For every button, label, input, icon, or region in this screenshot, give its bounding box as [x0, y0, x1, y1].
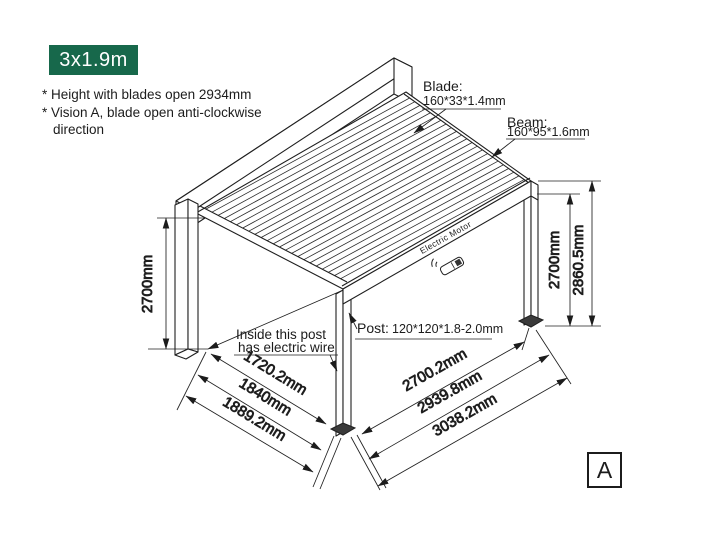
beam-spec: 160*95*1.6mm	[507, 125, 590, 139]
louver-blade-line	[334, 175, 519, 276]
view-marker: A	[587, 452, 622, 488]
fascia-top-edge	[341, 177, 531, 287]
louver-blade-line	[297, 153, 488, 257]
wire-leader-line	[329, 354, 338, 372]
right-post	[523, 182, 539, 326]
beam-title: Beam:	[507, 114, 547, 130]
louver-blade-line	[254, 127, 452, 235]
front-fascia-beam	[341, 177, 539, 305]
louver-blade-line	[328, 171, 514, 273]
remote-button	[454, 258, 463, 267]
dim-text-total-height: 2860.5mm	[570, 225, 587, 296]
louver-blade-line	[303, 157, 493, 261]
post-leader-line	[348, 312, 358, 330]
louver-blade-line	[266, 134, 462, 242]
remote-control-icon	[431, 256, 465, 276]
louver-blade-line	[322, 168, 509, 270]
louver-roof-panel	[195, 91, 532, 290]
callout-blade: Blade: 160*33*1.4mm	[413, 78, 506, 134]
fascia-end-face	[530, 180, 539, 201]
dim-text-wall-height: 2700mm	[139, 255, 156, 313]
louver-blade-line	[279, 142, 473, 248]
louver-blades	[205, 97, 525, 280]
louver-blade-line	[248, 123, 447, 232]
footnotes: * Height with blades open 2934mm * Visio…	[42, 86, 294, 139]
wire-note-line1: Inside this post	[236, 327, 326, 342]
dim-right-heights: 2700mm 2860.5mm	[537, 180, 601, 327]
post-title: Post:	[357, 320, 389, 336]
blade-title: Blade:	[423, 78, 463, 94]
louver-blade-line	[340, 179, 525, 280]
blade-leader-line	[413, 108, 447, 134]
front-post-foot	[329, 422, 357, 436]
dim-text-post-height: 2700mm	[546, 231, 563, 289]
dim-left-height: 2700mm	[139, 217, 208, 350]
callout-beam: Beam: 160*95*1.6mm	[491, 114, 590, 158]
post-spec: 120*120*1.8-2.0mm	[392, 322, 503, 336]
wall-plate-bottom	[174, 348, 199, 360]
wall-mount-plate	[174, 198, 199, 360]
louver-blade-line	[309, 160, 499, 264]
callout-post: Post: 120*120*1.8-2.0mm	[348, 312, 503, 340]
beam-leader-line	[491, 138, 516, 158]
louver-blade-line	[236, 116, 436, 226]
wall-plate-side-face	[187, 198, 199, 353]
front-post-right-face	[342, 289, 352, 433]
blade-spec: 160*33*1.4mm	[423, 94, 506, 108]
louver-blade-line	[273, 138, 467, 245]
signal-wave-icon	[431, 258, 434, 267]
front-post-left-face	[335, 289, 344, 437]
footnote-vision: * Vision A, blade open anti-clockwise di…	[42, 104, 262, 138]
wire-note-line2: has electric wire	[238, 340, 335, 355]
callout-electric-wire: Inside this post has electric wire	[207, 290, 342, 372]
louver-blade-line	[230, 112, 431, 223]
footnote-height: * Height with blades open 2934mm	[42, 87, 252, 102]
dim-front-right-depths: 2700.2mm 2939.8mm 3038.2mm	[350, 327, 572, 491]
louver-blade-line	[205, 97, 410, 210]
left-rail-edge	[199, 205, 348, 283]
front-post	[335, 289, 352, 437]
right-post-right-face	[530, 182, 539, 323]
louver-blade-line	[211, 101, 415, 213]
wall-plate-front-face	[174, 198, 189, 356]
louver-blade-line	[285, 145, 478, 251]
wire-wall-leader-line	[207, 290, 342, 350]
louver-blade-line	[315, 164, 504, 267]
louver-blade-line	[260, 131, 457, 238]
louver-blade-line	[242, 120, 441, 229]
right-post-foot	[517, 314, 545, 328]
size-badge: 3x1.9m	[49, 45, 138, 75]
louver-blade-line	[224, 108, 426, 219]
signal-wave-icon	[435, 261, 438, 267]
right-post-left-face	[523, 182, 532, 326]
dim-front-left-widths: 1720.2mm 1840mm 1889.2mm	[176, 347, 342, 490]
louver-blade-line	[217, 105, 420, 216]
louver-blade-line	[291, 149, 483, 254]
